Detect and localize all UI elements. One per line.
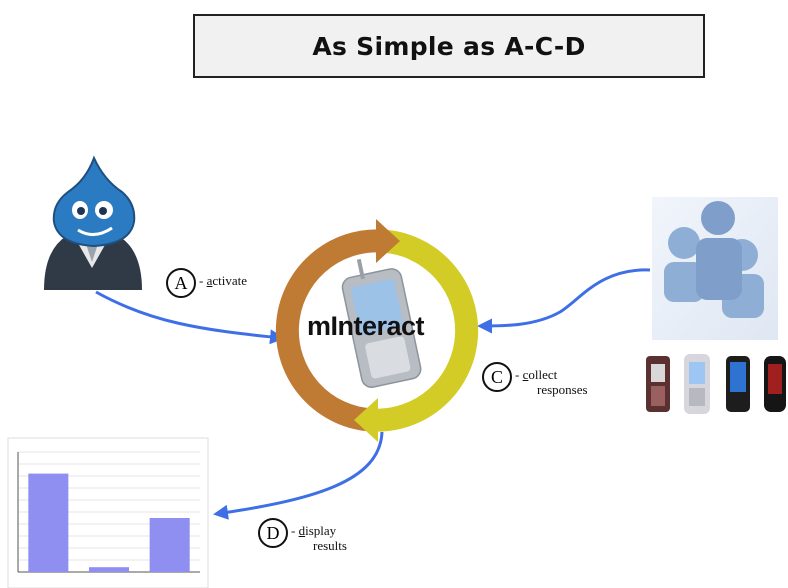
center-label: mInteract bbox=[307, 311, 425, 341]
arrow-d-display bbox=[213, 431, 384, 520]
drupal-user-icon bbox=[44, 155, 142, 290]
smartphone-icon bbox=[341, 258, 422, 388]
chart-bar bbox=[28, 473, 69, 572]
step-a-letter-circle: A bbox=[166, 268, 196, 298]
step-a: A - activate bbox=[166, 268, 247, 298]
cycle-ring bbox=[275, 219, 479, 442]
step-c-letter-circle: C bbox=[482, 362, 512, 392]
step-d-letter-circle: D bbox=[258, 518, 288, 548]
arrow-a-activate bbox=[95, 290, 285, 345]
chart-bar bbox=[88, 567, 130, 572]
cycle-arrowhead-orange bbox=[376, 219, 400, 263]
step-a-label: - activate bbox=[199, 273, 248, 288]
title-box: As Simple as A-C-D bbox=[193, 14, 705, 78]
user-group-icon bbox=[652, 197, 778, 340]
results-chart bbox=[7, 437, 209, 588]
diagram-title: As Simple as A-C-D bbox=[312, 31, 586, 61]
chart-bar bbox=[149, 518, 190, 572]
arrow-c-collect bbox=[477, 268, 651, 334]
cycle-arrowhead-yellow bbox=[354, 398, 378, 442]
phones-icon bbox=[646, 354, 786, 414]
chart-bars bbox=[28, 473, 190, 572]
